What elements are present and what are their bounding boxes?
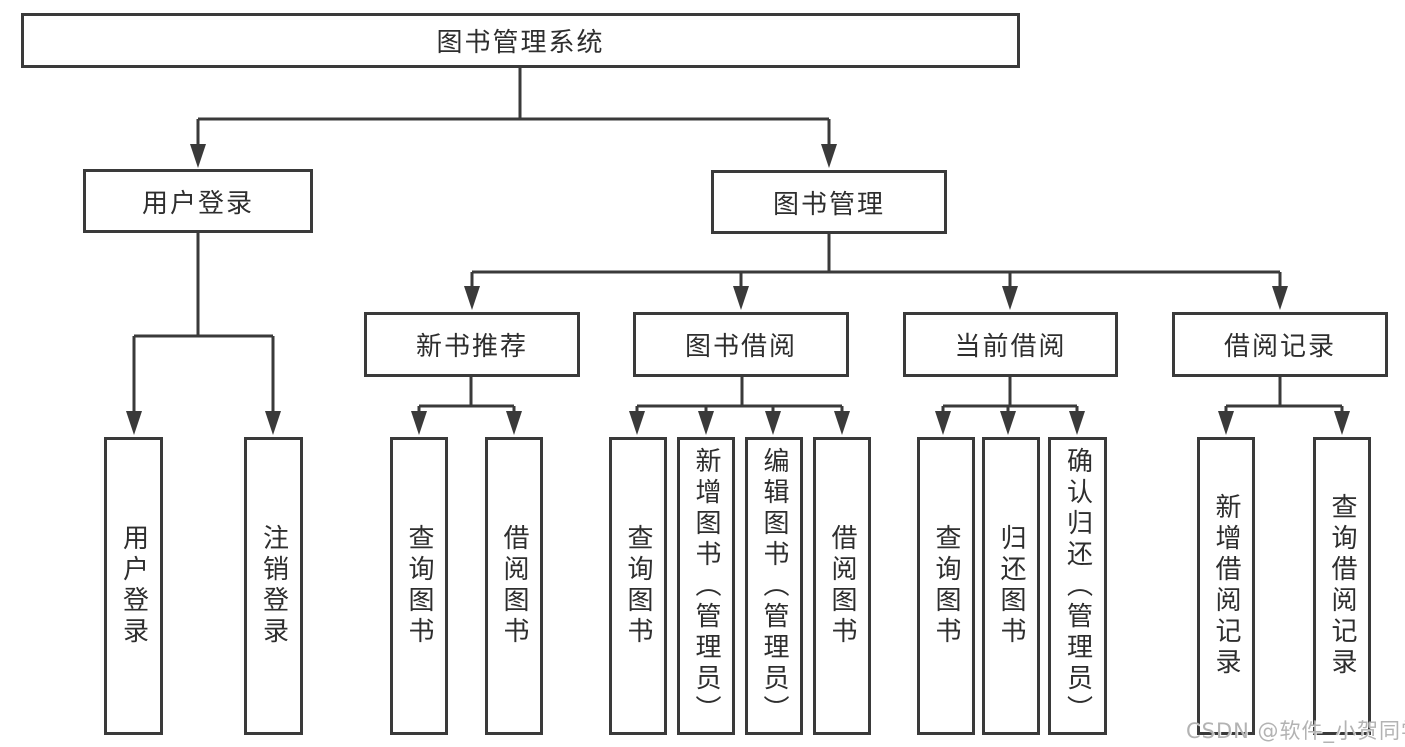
node-current-borrow: 当前借阅	[903, 312, 1118, 377]
leaf-query-books-borrow: 查询图书	[609, 437, 667, 735]
node-user-login: 用户登录	[83, 169, 313, 233]
leaf-borrow-books: 借阅图书	[813, 437, 871, 735]
node-book-borrow: 图书借阅	[633, 312, 849, 377]
node-library-management-system: 图书管理系统	[21, 13, 1020, 68]
leaf-logout: 注销登录	[244, 437, 303, 735]
node-book-management: 图书管理	[711, 170, 947, 234]
leaf-return-books: 归还图书	[982, 437, 1040, 735]
node-new-book-recommend: 新书推荐	[364, 312, 580, 377]
leaf-query-books-recommend: 查询图书	[390, 437, 448, 735]
leaf-add-book-admin: 新增图书（管理员）	[677, 437, 735, 735]
watermark: CSDN @软件_小贺同学	[1186, 719, 1405, 743]
leaf-edit-book-admin: 编辑图书（管理员）	[745, 437, 803, 735]
node-borrow-records: 借阅记录	[1172, 312, 1388, 377]
leaf-confirm-return-admin: 确认归还（管理员）	[1048, 437, 1107, 735]
leaf-query-borrow-record: 查询借阅记录	[1313, 437, 1371, 735]
leaf-user-login: 用户登录	[104, 437, 163, 735]
leaf-borrow-books-recommend: 借阅图书	[485, 437, 543, 735]
leaf-add-borrow-record: 新增借阅记录	[1197, 437, 1255, 735]
leaf-query-books-current: 查询图书	[917, 437, 975, 735]
